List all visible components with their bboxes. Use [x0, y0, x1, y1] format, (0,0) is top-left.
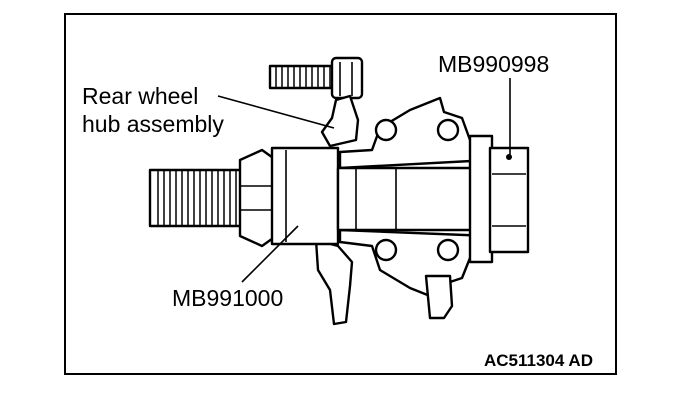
label-tool-bolt: MB991000	[172, 285, 283, 311]
figure-code: AC511304 AD	[484, 351, 593, 370]
label-tool-nut: MB990998	[438, 51, 549, 77]
label-hub-assembly-line1: Rear wheel	[82, 83, 198, 109]
figure-frame	[64, 13, 617, 375]
label-hub-assembly-line2: hub assembly	[82, 111, 224, 137]
leader-tool-bolt	[241, 225, 299, 283]
leader-hub-assembly	[217, 95, 335, 129]
hub-assembly-drawing	[268, 56, 492, 326]
special-tool-drawing	[148, 134, 530, 264]
